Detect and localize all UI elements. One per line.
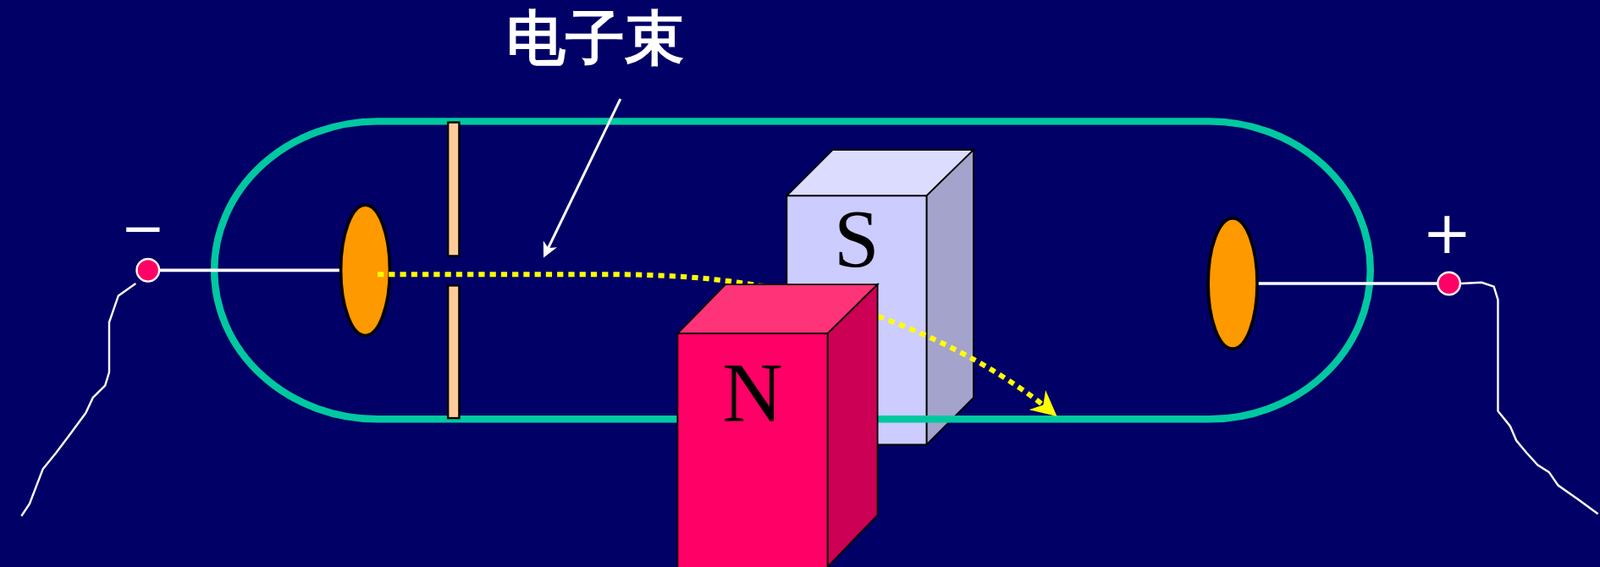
beam-label: 电子束: [506, 8, 685, 68]
lead-wire: [1461, 282, 1599, 515]
slit-plate: [447, 285, 459, 419]
magnet-side: [827, 284, 878, 567]
minus-sign: −: [121, 202, 166, 256]
lead-wire: [21, 283, 136, 517]
n-pole-box: N: [677, 336, 828, 450]
terminal: [1437, 272, 1461, 296]
anode-wire: [1257, 281, 1445, 286]
cathode: [341, 204, 391, 336]
s-pole-box: S: [786, 195, 927, 284]
anode: [1208, 218, 1258, 349]
pole-letter: S: [833, 198, 880, 281]
pole-letter: N: [722, 351, 783, 436]
terminal: [137, 259, 160, 282]
magnet-side: [926, 149, 973, 445]
leader-line: [545, 99, 621, 255]
n-magnet: [677, 333, 828, 567]
slit-plate: [447, 122, 459, 257]
cathode-wire: [153, 269, 342, 273]
plus-sign: +: [1422, 203, 1473, 263]
